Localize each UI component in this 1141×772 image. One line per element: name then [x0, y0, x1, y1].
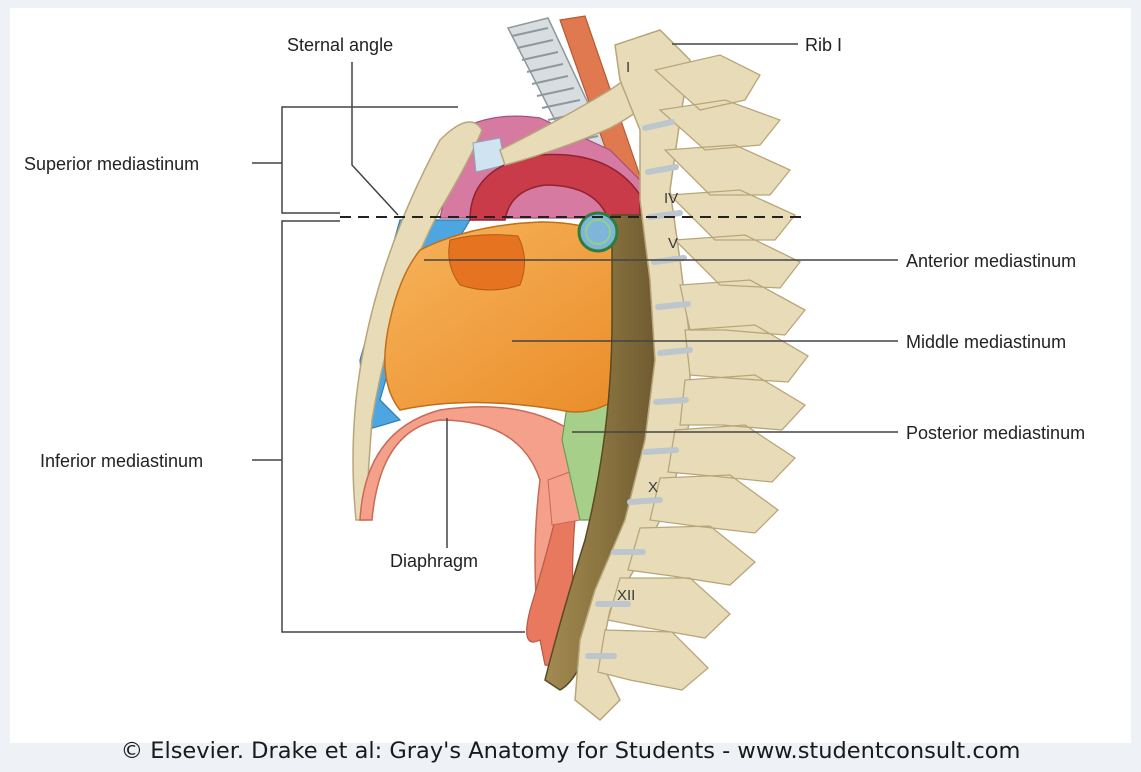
label-diaphragm: Diaphragm: [390, 551, 478, 571]
copyright-credit: © Elsevier. Drake et al: Gray's Anatomy …: [0, 738, 1141, 764]
diaphragm-shape: [360, 407, 590, 666]
vertebra-numeral-v: V: [668, 235, 678, 252]
vertebra-numeral-iv: IV: [664, 190, 678, 207]
sternal-angle-leader: [352, 62, 398, 215]
label-posterior-mediastinum: Posterior mediastinum: [906, 423, 1085, 443]
label-middle-mediastinum: Middle mediastinum: [906, 332, 1066, 352]
label-sternal-angle: Sternal angle: [287, 35, 393, 55]
vertebra-numeral-x: X: [648, 479, 658, 496]
vertebra-numeral-i: I: [626, 59, 630, 76]
label-rib-i: Rib I: [805, 35, 842, 55]
bronchus-ring: [579, 213, 617, 251]
vertebra-numeral-xii: XII: [617, 587, 635, 604]
label-superior-mediastinum: Superior mediastinum: [24, 154, 199, 174]
label-inferior-mediastinum: Inferior mediastinum: [40, 451, 203, 471]
label-anterior-mediastinum: Anterior mediastinum: [906, 251, 1076, 271]
